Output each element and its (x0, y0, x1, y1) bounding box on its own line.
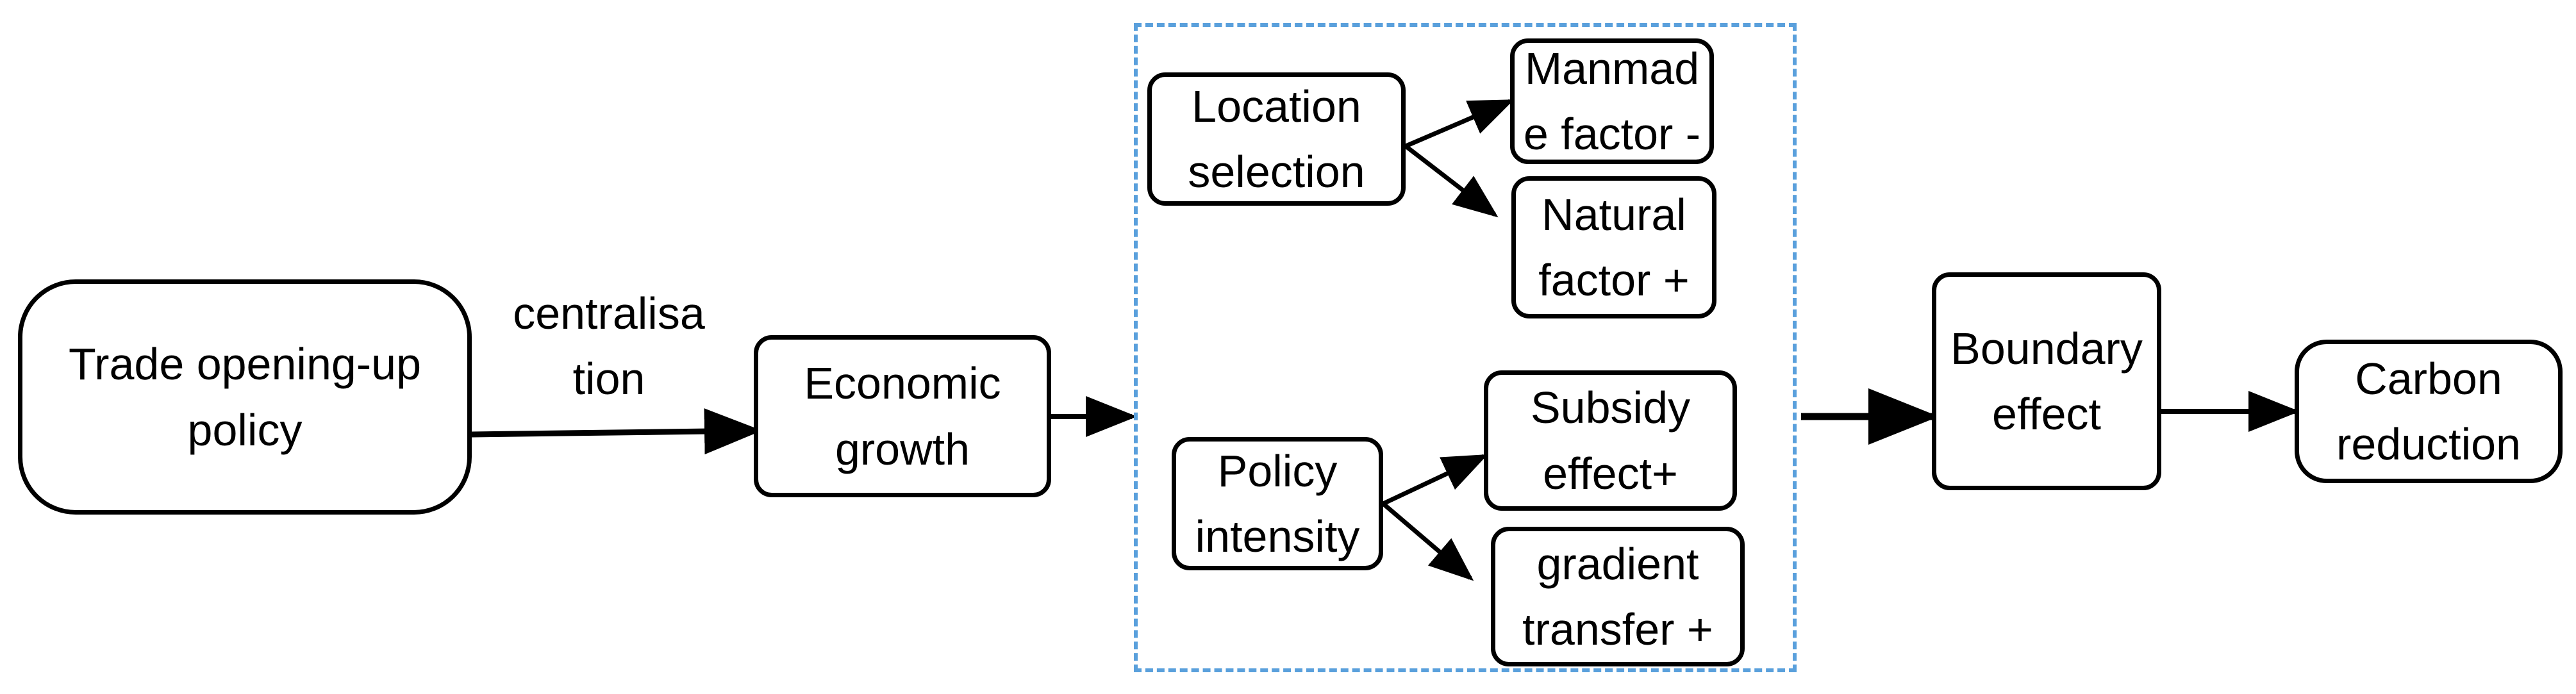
node-boundary-effect: Boundary effect (1932, 272, 2161, 490)
node-policy-intensity: Policy intensity (1172, 437, 1383, 570)
node-manmade-factor: Manmad e factor - (1510, 38, 1714, 164)
node-trade-policy: Trade opening-up policy (18, 279, 472, 515)
edge-label-centralisation: centralisa tion (513, 288, 705, 404)
node-location-selection-label: Location selection (1188, 81, 1365, 197)
node-subsidy-effect-label: Subsidy effect+ (1530, 383, 1691, 499)
node-policy-intensity-label: Policy intensity (1195, 445, 1360, 561)
node-boundary-effect-label: Boundary effect (1950, 323, 2143, 439)
node-gradient-transfer-label: gradient transfer + (1522, 538, 1713, 654)
arrow-location-to-manmade (1404, 99, 1515, 149)
node-economic-growth-label: Economic growth (804, 358, 1001, 474)
node-subsidy-effect: Subsidy effect+ (1484, 370, 1737, 511)
node-natural-factor: Natural factor + (1511, 176, 1716, 318)
node-carbon-reduction: Carbon reduction (2295, 340, 2563, 483)
node-economic-growth: Economic growth (754, 335, 1051, 497)
node-trade-policy-label: Trade opening-up policy (68, 339, 422, 455)
node-carbon-reduction-label: Carbon reduction (2336, 353, 2521, 469)
arrow-policy-to-growth (471, 408, 762, 455)
mechanism-group-border (1134, 23, 1797, 672)
node-natural-factor-label: Natural factor + (1538, 189, 1690, 305)
arrow-policy-to-subsidy (1382, 454, 1488, 506)
node-gradient-transfer: gradient transfer + (1491, 527, 1745, 666)
arrow-policy-to-gradient (1381, 502, 1474, 581)
node-manmade-factor-label: Manmad e factor - (1523, 43, 1701, 159)
node-location-selection: Location selection (1147, 72, 1406, 206)
arrow-location-to-natural (1404, 144, 1499, 218)
